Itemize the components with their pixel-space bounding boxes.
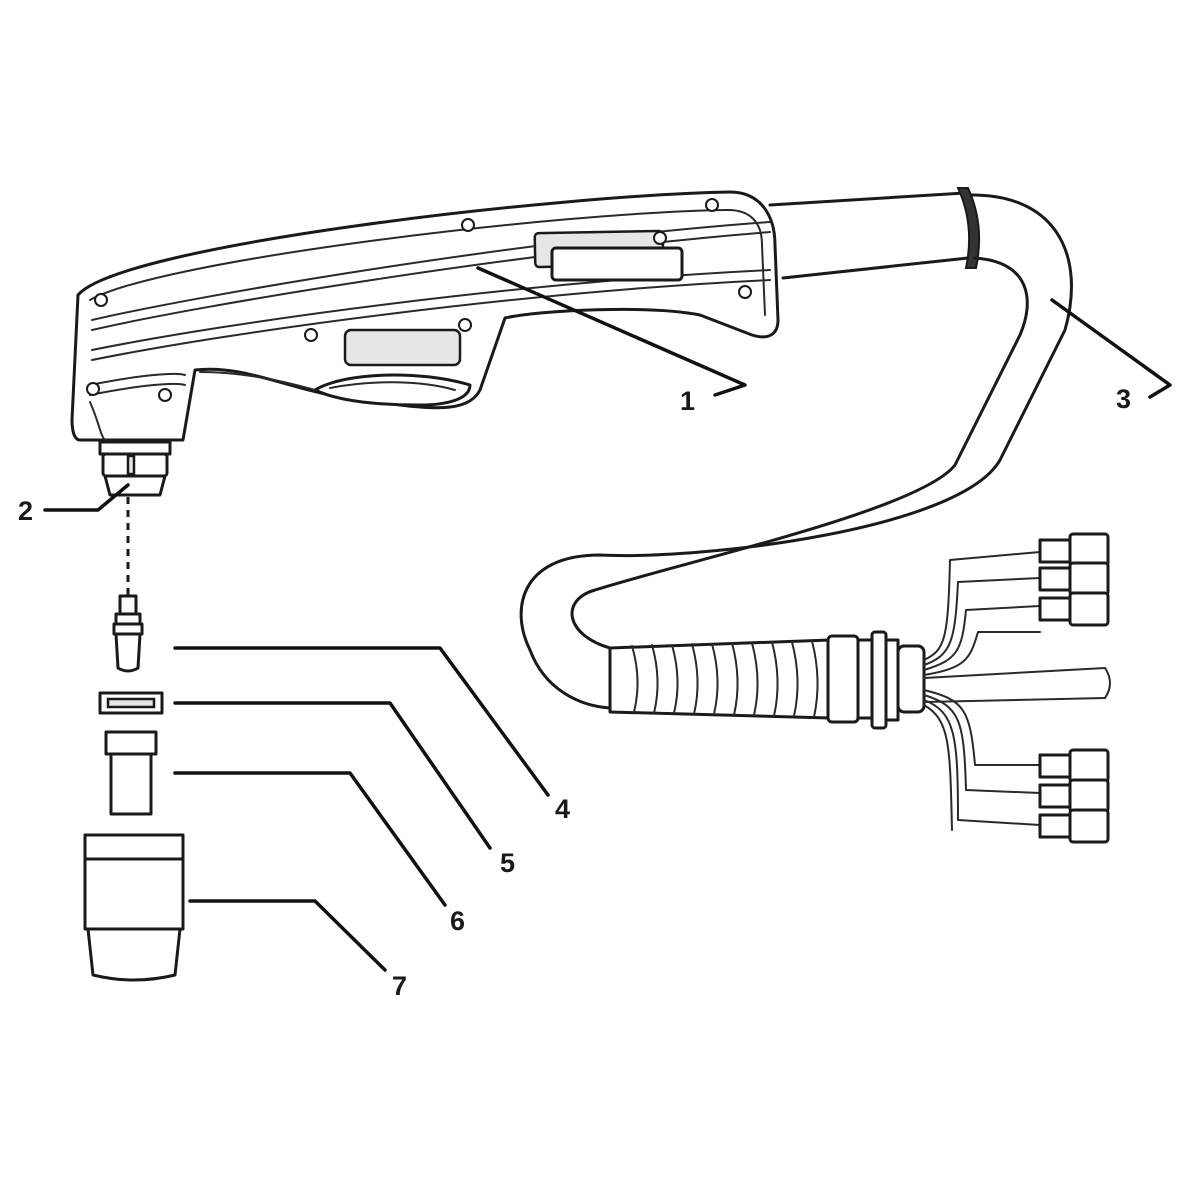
leader-line-7 xyxy=(188,899,387,972)
leader-line-1 xyxy=(476,266,747,397)
swirl-ring xyxy=(98,691,164,715)
callout-7: 7 xyxy=(392,971,407,1001)
callout-labels: 1 2 3 4 5 6 7 xyxy=(18,384,1131,1001)
torch-cable-hose xyxy=(519,187,1073,710)
cable-ring-collar xyxy=(956,187,981,269)
leader-line-4 xyxy=(173,646,550,797)
torch-handle-body xyxy=(70,190,780,442)
cable-connector-nut xyxy=(826,634,860,724)
callout-1: 1 xyxy=(680,386,695,416)
handle-grip-window xyxy=(343,328,462,367)
callout-5: 5 xyxy=(500,848,515,878)
leader-line-5 xyxy=(173,701,492,850)
leader-line-6 xyxy=(173,771,447,907)
electrode xyxy=(112,594,144,673)
callout-6: 6 xyxy=(450,906,465,936)
cutting-tip-nozzle xyxy=(104,730,158,816)
shield-cup xyxy=(83,833,185,982)
leader-line-3 xyxy=(1050,298,1172,399)
callout-3: 3 xyxy=(1116,384,1131,414)
trigger-lever xyxy=(313,373,472,407)
callout-leader-lines xyxy=(43,266,1172,972)
cable-strain-relief xyxy=(608,630,926,730)
wire-terminal-connectors xyxy=(1038,532,1110,844)
callout-4: 4 xyxy=(555,794,570,824)
leader-line-2 xyxy=(43,483,130,512)
callout-2: 2 xyxy=(18,496,33,526)
cable-wire-leads xyxy=(923,551,1111,831)
torch-head-fitting xyxy=(98,440,172,497)
